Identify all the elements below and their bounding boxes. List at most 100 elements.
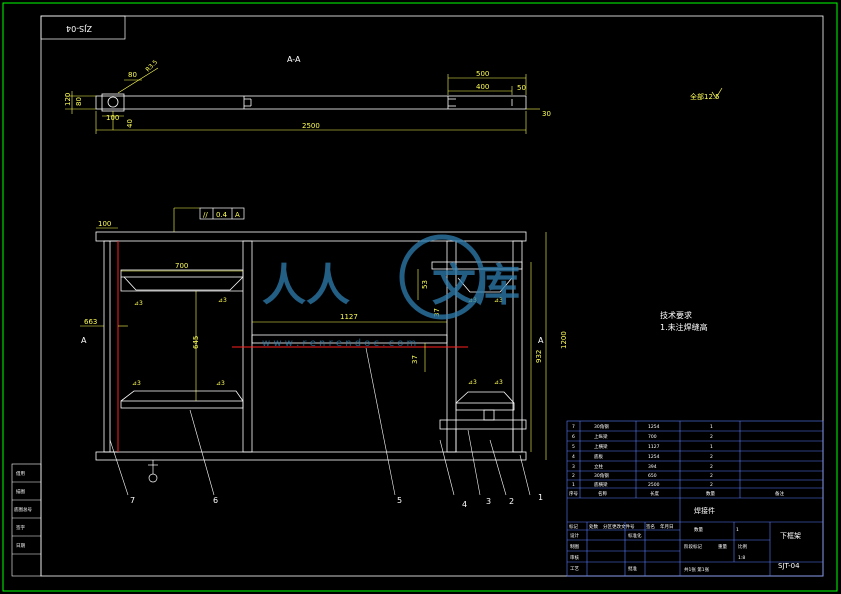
parts-header-note: 备注 [775, 490, 784, 497]
stage-label: 阶段标记 [684, 543, 702, 550]
inner-border [40, 15, 824, 577]
drawing-number: SJT-04 [778, 562, 800, 570]
balloon-5: 5 [397, 496, 402, 505]
weld-symbol-1: ⊿3 [134, 300, 143, 307]
weld-symbol-6: ⊿3 [494, 297, 503, 304]
parts-header-no: 序号 [569, 490, 578, 497]
balloon-2: 2 [509, 497, 514, 506]
parts-row-no-7: 7 [572, 424, 575, 430]
sheet-info: 共1张 第1张 [684, 566, 710, 573]
tech-req-title: 技术要求 [660, 310, 692, 320]
dim-932: 932 [535, 350, 543, 363]
parts-row-qty-6: 2 [710, 434, 713, 440]
top-view [95, 93, 527, 112]
parts-row-spec-5: 1127 [648, 444, 660, 450]
left-stamp-0: 借用 [16, 470, 25, 477]
stamp-box [40, 15, 126, 40]
tolerance-datum: A [235, 211, 240, 219]
tb-row-3: 更改文件号 [612, 523, 635, 530]
tb-row-4: 签名 [646, 523, 655, 530]
parts-row-qty-4: 2 [710, 454, 713, 460]
parts-row-name-5: 上横梁 [594, 443, 608, 450]
parts-row-no-3: 3 [572, 464, 575, 470]
dim-400: 400 [476, 83, 489, 91]
weld-symbol-2: ⊿3 [218, 297, 227, 304]
left-stamp-2: 底图总号 [14, 506, 32, 513]
title-block: 焊接件 下框架 SJT-04 数量 1 阶段标记 重量 比例 1:8 共1张 第… [569, 506, 801, 573]
dim-500: 500 [476, 70, 489, 78]
tb-row-2: 分区 [603, 523, 612, 530]
dim-645: 645 [192, 336, 200, 349]
parts-header-qty: 数量 [706, 490, 715, 497]
dim-53: 53 [421, 280, 429, 289]
parts-row-name-7: 30角钢 [594, 423, 609, 430]
section-label: A-A [287, 55, 301, 64]
left-stamp-3: 签字 [16, 524, 25, 531]
parts-row-qty-7: 1 [710, 424, 713, 430]
tb-approve: 批准 [628, 565, 637, 572]
weight-label: 重量 [718, 543, 727, 550]
parts-row-no-6: 6 [572, 434, 575, 440]
watermark: 人人 文库 w w w . r e n r e n d o c . c o m [262, 234, 520, 349]
left-stamp: 借用 描图 底图总号 签字 日期 [11, 463, 42, 577]
parts-row-name-1: 底横梁 [594, 481, 608, 488]
dim-r35: R3.5 [144, 59, 159, 74]
parts-row-name-6: 上纵梁 [594, 433, 608, 440]
dim-700: 700 [175, 262, 188, 270]
parts-row-qty-5: 1 [710, 444, 713, 450]
dim-1200: 1200 [560, 331, 568, 349]
parts-row-spec-4: 1254 [648, 454, 660, 460]
part-name: 下框架 [780, 531, 801, 540]
parts-row-no-4: 4 [572, 454, 575, 460]
dim-120: 120 [64, 93, 72, 106]
section-marker-right: A [538, 336, 544, 345]
balloon-3: 3 [486, 497, 491, 506]
parts-row-spec-7: 1254 [648, 424, 660, 430]
parts-row-qty-3: 2 [710, 464, 713, 470]
tb-role-craft: 工艺 [570, 566, 579, 572]
roughness-note: 全部12.5 [690, 92, 720, 101]
parts-row-spec-1: 2500 [648, 482, 660, 488]
watermark-url: w w w . r e n r e n d o c . c o m [262, 338, 416, 349]
watermark-text-right: 文库 [432, 260, 520, 311]
parts-row-name-4: 底板 [594, 453, 603, 460]
tb-role-draw: 制图 [570, 543, 579, 550]
tb-role-standard: 标准化 [628, 532, 642, 539]
tb-row-5: 年月日 [660, 523, 674, 530]
front-view-dims [80, 207, 547, 460]
parts-header-name: 名称 [598, 490, 607, 497]
weld-symbol-3: ⊿3 [132, 380, 141, 387]
qty-value: 1 [736, 527, 739, 533]
tech-req-item: 1.未注焊缝高 [660, 322, 708, 332]
dim-100-front: 100 [98, 220, 111, 228]
leader-lines [109, 347, 531, 496]
weld-symbol-4: ⊿3 [216, 380, 225, 387]
left-stamp-1: 描图 [16, 488, 25, 495]
dim-2500: 2500 [302, 122, 320, 130]
parts-list: 7 30角钢 1254 1 6 上纵梁 700 2 5 上横梁 1127 1 4… [569, 423, 784, 497]
dim-663: 663 [84, 318, 97, 326]
dim-80b: 80 [75, 97, 83, 106]
balloon-7: 7 [130, 496, 135, 505]
scale-label: 比例 [738, 543, 747, 550]
tolerance-value: 0.4 [216, 211, 228, 219]
parts-row-qty-2: 2 [710, 473, 713, 479]
parts-row-name-3: 立柱 [594, 463, 603, 470]
watermark-text-left: 人人 [262, 260, 350, 311]
dim-1127: 1127 [340, 313, 358, 321]
section-marker-left: A [81, 336, 87, 345]
parts-row-name-2: 30角钢 [594, 472, 609, 479]
weld-symbol-7: ⊿3 [468, 379, 477, 386]
qty-label: 数量 [694, 526, 703, 533]
dim-40: 40 [126, 119, 134, 128]
dim-50: 50 [517, 84, 526, 92]
dim-37b: 37 [411, 355, 419, 364]
tb-role-design: 设计 [570, 532, 579, 539]
tb-row-0: 标记 [569, 523, 578, 530]
parts-header-spec: 长度 [650, 490, 659, 497]
datum-symbol [148, 473, 158, 483]
dim-100: 100 [106, 114, 119, 122]
parts-row-no-1: 1 [572, 482, 575, 488]
